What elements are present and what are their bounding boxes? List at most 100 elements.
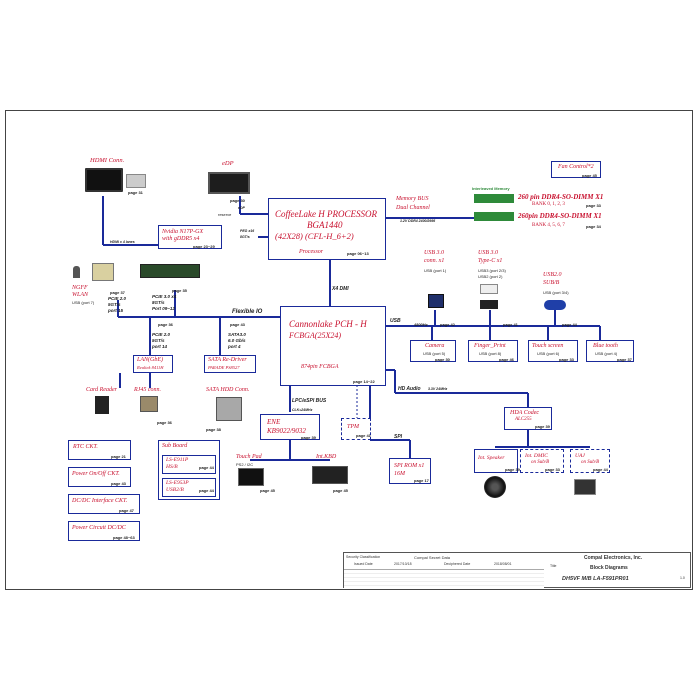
- usbc-port1: USB3 (port 2/3): [478, 268, 506, 273]
- dmic-title: Int. DMIC: [525, 453, 548, 459]
- speaker-icon: [484, 476, 506, 498]
- uaj-sub: on Sub/B: [581, 460, 600, 465]
- uaj-title: UAJ: [575, 453, 585, 459]
- finger-port: USB (port 8): [479, 351, 502, 356]
- tb-secret: Compal Secret Data: [414, 555, 451, 560]
- edp-title: eDP: [222, 160, 234, 167]
- usb30a-title: USB 3.0: [424, 250, 444, 256]
- sata-port: port 4: [228, 344, 241, 349]
- ene-title: ENE: [267, 418, 281, 426]
- tpm-page: page 41: [356, 433, 371, 438]
- pch-pins: 874pin FCBGA: [301, 364, 339, 370]
- drawing-frame: [5, 110, 693, 590]
- pch-package: FCBGA(25X24): [289, 331, 341, 340]
- ene-chip: KB9022/9032: [267, 427, 306, 435]
- ene-block: ENE KB9022/9032 page 39: [260, 414, 320, 440]
- hd-audio-spec: 3.3V 24MHz: [428, 387, 448, 391]
- sata-redriver-block: SATA Re-Driver PARADE PS8527: [204, 355, 256, 373]
- bluetooth-block: Blue tooth USB (port 4) page 37: [586, 340, 634, 362]
- rj45-icon: [140, 396, 158, 412]
- power-onoff-block: Power On/Off CKT. page 43: [68, 467, 131, 487]
- usb-port-icon: [428, 294, 444, 308]
- tb-deciphered: Deciphered Date: [444, 562, 471, 566]
- ssd-lane: Port 09~12: [152, 306, 175, 311]
- ngff-speed: 5GT/s: [108, 302, 121, 307]
- processor-package: BGA1440: [307, 220, 343, 230]
- lan-speed: 5GT/s: [152, 338, 165, 343]
- edp-page: page 30: [230, 198, 245, 203]
- peg-speed: 8GT/s: [240, 235, 250, 239]
- usb30a-port: USB (port 1): [424, 268, 447, 273]
- processor-sub: Processor: [299, 249, 324, 255]
- spi-title: SPI ROM x1: [394, 463, 425, 469]
- uaj-page: page 44: [593, 467, 608, 472]
- sata-page: page 43: [230, 322, 245, 327]
- tb-deciphered-val: 2018/08/01: [494, 562, 512, 566]
- touchpad-title: Touch Pad: [236, 454, 262, 460]
- pch-page: page 14~22: [353, 379, 375, 384]
- tb-doc: DH5VF M/B LA-F591PR01: [562, 576, 629, 582]
- peg-link: PEG x16: [240, 229, 255, 233]
- processor-page: page 06~13: [347, 251, 369, 256]
- tb-title: Block Diagrams: [590, 565, 628, 571]
- sata-hdd-title: SATA HDD Conn.: [206, 387, 250, 393]
- hda-chip: ALC255: [515, 417, 532, 422]
- speaker-block: Int. Speaker page 39: [474, 449, 520, 473]
- powercircuit-page: page 48~63: [113, 535, 135, 540]
- spi-label: SPI: [394, 434, 403, 440]
- subboard-b1-page: page 44: [199, 465, 214, 470]
- usb-bus-label: USB: [390, 318, 401, 324]
- finger-page: page 46: [499, 357, 514, 362]
- nvidia-title: Nvidia N17P-GX: [162, 229, 204, 235]
- tb-company: Compal Electronics, Inc.: [584, 555, 643, 561]
- type-c-icon: [480, 284, 498, 294]
- finger-print-block: Finger_Print USB (port 8) page 46: [468, 340, 518, 362]
- type-c-port-icon: [480, 300, 498, 309]
- title-block: Security Classification Compal Secret Da…: [343, 552, 691, 588]
- lan-lane: port 14: [152, 344, 168, 349]
- subboard-b1: LS-E911P: [166, 457, 189, 463]
- hdmi-port-icon: [126, 174, 146, 188]
- usb20-page: page 44: [562, 322, 577, 327]
- tb-security: Security Classification: [346, 555, 381, 559]
- tb-issued-val: 2017/10/18: [394, 562, 412, 566]
- usbc-page: page 41: [503, 322, 518, 327]
- fan-title: Fan Control*2: [558, 164, 594, 170]
- usbc-port2: USB2 (port 2): [478, 274, 503, 279]
- sata-link: SATA3.0: [228, 332, 246, 337]
- dimm2-icon: [474, 212, 514, 221]
- kbd-title: Int.KBD: [316, 454, 337, 460]
- tv-icon: [85, 168, 123, 192]
- touchscreen-port: USB (port 6): [537, 351, 560, 356]
- memory-channel-label: Dual Channel: [396, 205, 430, 211]
- dmic-block: Int. DMIC on Sub/B page 33: [520, 449, 564, 473]
- nvidia-memory: with gDDR5 x4: [162, 236, 200, 242]
- dimm2-bank: BANK 4, 5, 6, 7: [532, 223, 565, 228]
- power-circuit-block: Power Circuit DC/DC page 48~63: [68, 521, 140, 541]
- hda-page: page 39: [535, 424, 550, 429]
- dimm1-title: 260 pin DDR4-SO-DIMM X1: [518, 193, 604, 201]
- bluetooth-port: USB (port 4): [595, 351, 618, 356]
- dcdc-page: page 47: [119, 508, 134, 513]
- powercircuit-title: Power Circuit DC/DC: [72, 525, 126, 531]
- subboard-hsb: LS-E911P HS/B page 44: [162, 455, 216, 474]
- rtc-page: page 21: [111, 454, 126, 459]
- usbc-line2: Type-C x1: [478, 258, 503, 264]
- usb20-title: USB2.0: [543, 272, 562, 278]
- x4dmi-label: X4 DMI: [332, 286, 349, 292]
- camera-page: page 30: [435, 357, 450, 362]
- nvidia-block: Nvidia N17P-GX with gDDR5 x4 page 23~29: [158, 225, 222, 249]
- tpm-title: TPM: [347, 424, 359, 430]
- sata-chip: PARADE PS8527: [208, 365, 240, 370]
- lpc-clock: CLK=24MHz: [292, 408, 313, 412]
- flexible-io-label: Flexible IO: [232, 309, 263, 315]
- hda-title: HDA Codec: [510, 410, 540, 416]
- usb30a-speed: 4800Hz: [414, 322, 428, 327]
- usb-logo-icon: [544, 300, 566, 310]
- subboard-b2-sub: USB2/B: [166, 487, 184, 493]
- camera-title: Camera: [425, 343, 445, 349]
- subboard-title: Sub Board: [162, 443, 188, 449]
- lpc-label: LPC/eSPI BUS: [292, 398, 327, 404]
- rtc-title: RTC CKT.: [73, 444, 98, 450]
